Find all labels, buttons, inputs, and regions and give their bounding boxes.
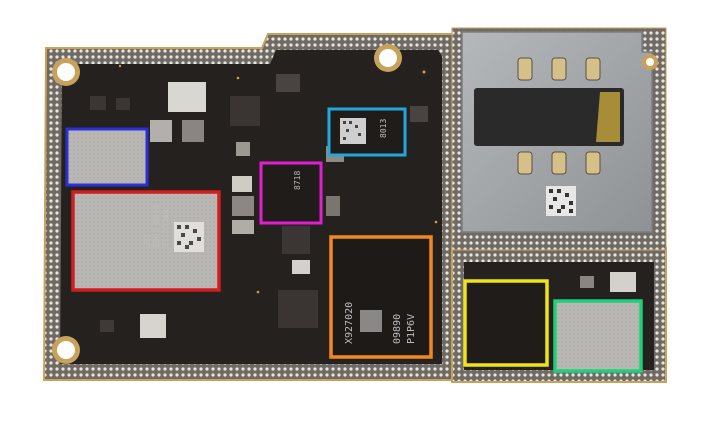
highlight-blue — [65, 127, 149, 187]
chip-orange-label-1: X927020 — [344, 302, 355, 344]
chip-orange-label-3: P1P6V — [406, 314, 417, 344]
chip-magenta-label: 8718 — [293, 171, 302, 190]
chip-orange-label-2: 09890 — [392, 314, 403, 344]
chip-blue-shield — [68, 130, 146, 184]
chip-green-shield — [556, 302, 640, 370]
chip-red-label-2: 1982 0049 — [152, 204, 161, 248]
sim-contacts — [517, 57, 601, 175]
chip-red-label-3: I5253100 — [161, 209, 170, 248]
chip-magenta — [262, 164, 320, 222]
chip-cyan-label: 8013 — [379, 119, 388, 138]
highlight-orange — [329, 235, 433, 359]
mounting-holes — [52, 44, 658, 364]
chip-orange — [332, 238, 430, 356]
chip-red-label-1: USI — [143, 233, 152, 248]
highlight-yellow — [463, 279, 549, 367]
highlight-cyan — [327, 107, 407, 157]
highlight-green — [553, 299, 643, 373]
sim-tray-dark-band — [474, 88, 624, 146]
chip-yellow — [466, 282, 546, 364]
highlight-red — [71, 190, 221, 292]
highlight-magenta — [259, 161, 323, 225]
